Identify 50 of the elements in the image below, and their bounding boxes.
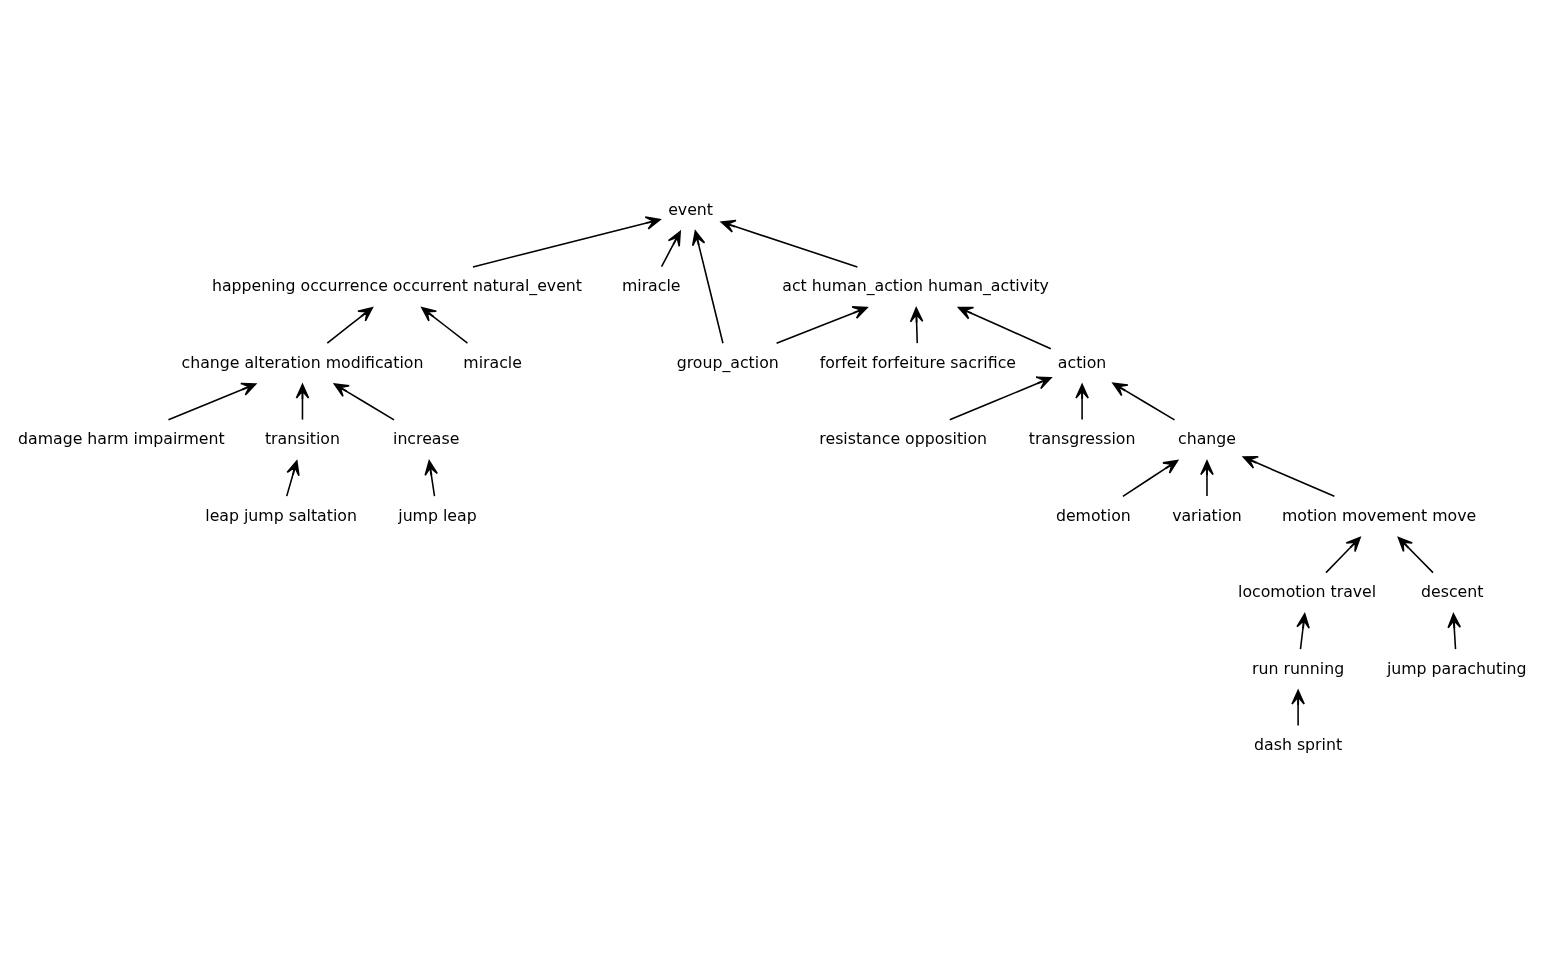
node-text: action [1057,352,1107,372]
node-text: forfeit forfeiture sacrifice [819,352,1017,372]
arrow [720,219,859,268]
arrow [1291,689,1305,726]
node-text: miracle [463,352,522,372]
arrow [333,382,395,421]
arrow [1397,536,1434,573]
node-text: descent [1421,581,1484,601]
arrow [472,215,661,268]
node-text: resistance opposition [819,428,988,448]
node-text: act human_action human_activity [782,275,1049,295]
node-text: event [668,199,714,219]
arrow [1075,383,1089,420]
arrow [1122,459,1179,497]
arrow [775,305,868,344]
node-text: miracle [621,275,681,295]
node-text: transgression [1028,428,1136,448]
arrow [1447,612,1462,650]
node-text: increase [393,428,460,448]
arrow [691,229,724,344]
node-text: dash sprint [1254,734,1343,754]
arrow [424,459,438,497]
arrow [948,376,1052,421]
node-text: group_action [676,352,779,372]
node-text: motion movement move [1281,505,1477,525]
arrow [1200,459,1214,497]
node-text: variation [1172,505,1242,525]
arrow [1325,536,1361,573]
node-text: run running [1251,658,1345,678]
arrow [1296,612,1310,650]
arrow [660,230,681,267]
node-text: transition [264,428,340,448]
node-text: happening occurrence occurrent natural_event [211,275,583,295]
node-text: damage harm impairment [18,428,225,448]
arrow [909,306,924,344]
arrow [421,306,469,344]
node-text: locomotion travel [1238,581,1377,601]
arrow [957,306,1052,349]
node-text: demotion [1055,505,1131,525]
arrow [326,306,374,344]
node-text: jump leap [398,505,477,525]
arrow [295,383,310,420]
node-text: leap jump saltation [205,505,357,525]
arrow [1242,455,1336,497]
arrow [285,459,300,497]
node-text: jump parachuting [1386,658,1527,678]
node-text: change alteration modification [181,352,424,372]
node-text: change [1177,428,1236,448]
arrow [1112,382,1176,421]
arrow [167,382,257,421]
